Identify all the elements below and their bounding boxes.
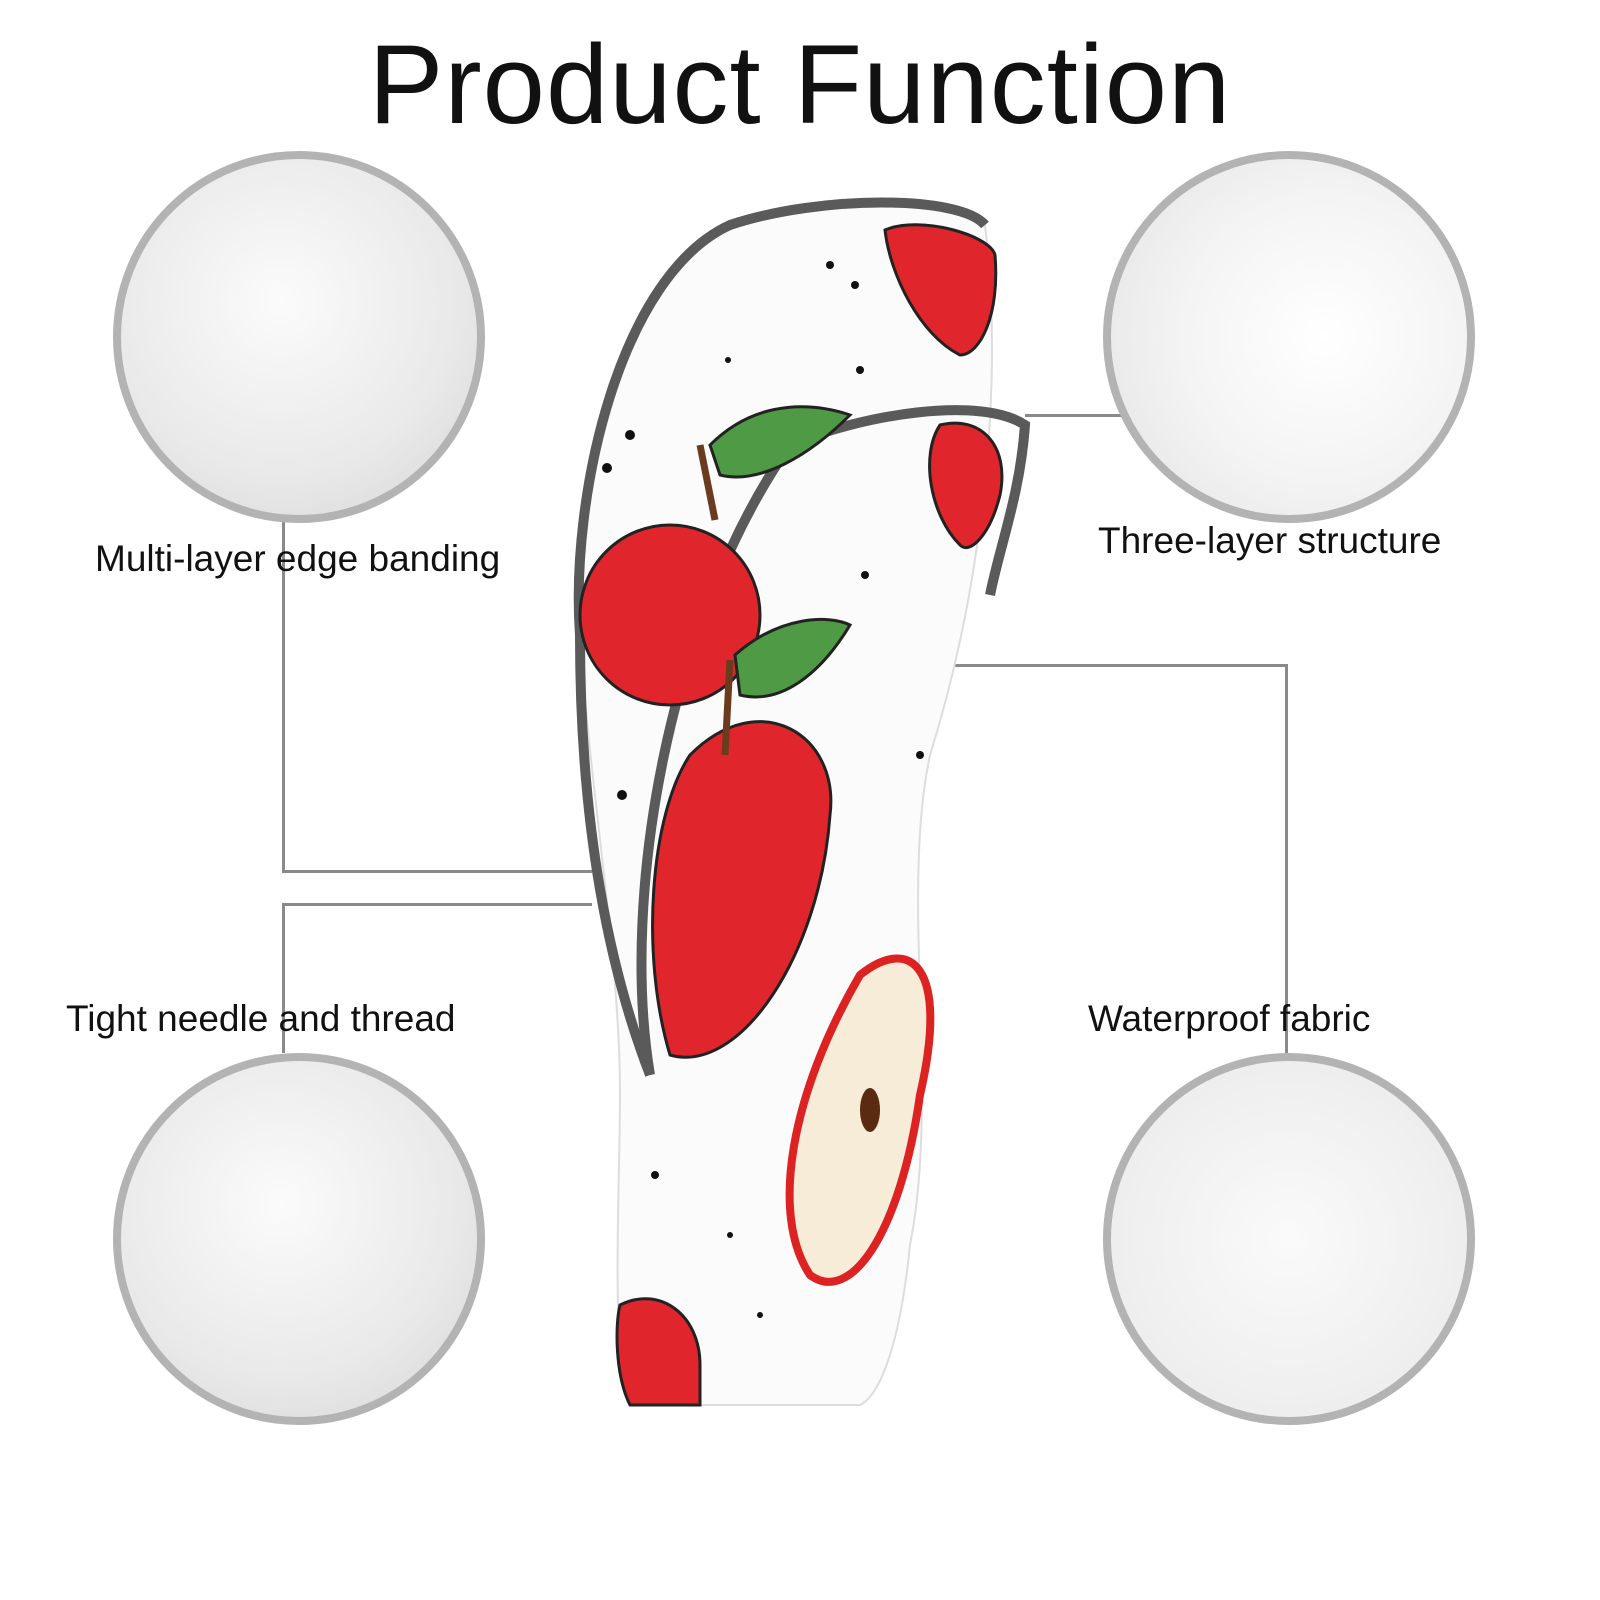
connector-line	[1025, 414, 1125, 417]
apple-icon	[651, 617, 853, 1059]
feature-label: Multi-layer edge banding	[95, 538, 501, 579]
connector-line	[282, 870, 592, 873]
feature-label: Waterproof fabric	[1088, 998, 1371, 1039]
waterproof-detail-image	[1103, 1053, 1475, 1425]
apple-half-icon	[785, 954, 935, 1286]
headcover-product-image	[573, 197, 1031, 1407]
connector-line	[1285, 664, 1288, 1056]
edge-banding-detail-image	[113, 151, 485, 523]
page-title: Product Function	[368, 22, 1232, 147]
connector-line	[282, 903, 285, 1053]
connector-line	[900, 664, 1288, 667]
three-layer-detail-image	[1103, 151, 1475, 523]
stitching-detail-image	[113, 1053, 485, 1425]
feature-label: Tight needle and thread	[66, 998, 456, 1039]
feature-label: Three-layer structure	[1098, 520, 1442, 561]
apple-icon	[578, 405, 853, 707]
connector-line	[282, 903, 592, 906]
connector-line	[282, 515, 285, 873]
